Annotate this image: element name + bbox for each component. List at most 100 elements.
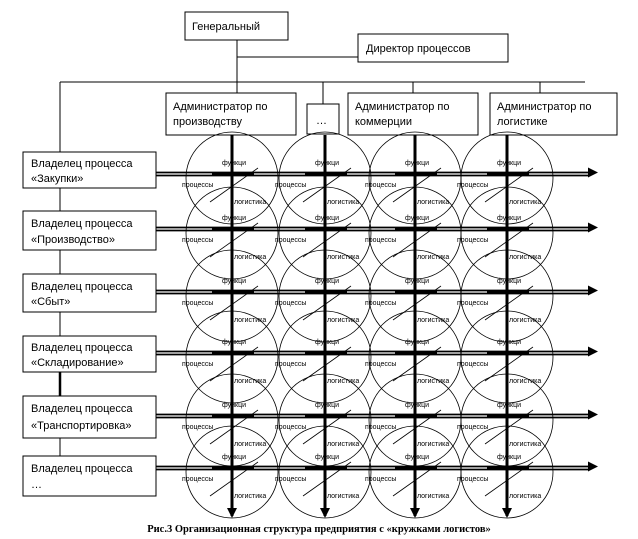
functions-label: функци xyxy=(405,339,429,346)
processes-label: процессы xyxy=(365,361,396,368)
processes-label: процессы xyxy=(457,237,488,244)
owner-label-line2: «Транспортировка» xyxy=(31,420,132,432)
owner-label-line2: «Складирование» xyxy=(31,357,124,369)
logistics-label: логистика xyxy=(234,493,266,500)
functions-label: функци xyxy=(315,454,339,461)
functions-label: функци xyxy=(315,278,339,285)
logistics-label: логистика xyxy=(327,254,359,261)
processes-label: процессы xyxy=(182,361,213,368)
processes-label: процессы xyxy=(275,237,306,244)
logistics-label: логистика xyxy=(417,441,449,448)
processes-label: процессы xyxy=(275,182,306,189)
processes-label: процессы xyxy=(365,424,396,431)
admin-box-commerce: Администратор по коммерции xyxy=(347,92,479,136)
functions-label: функци xyxy=(497,339,521,346)
logist-circle: функци процессы логистика xyxy=(275,373,372,467)
logistics-label: логистика xyxy=(327,493,359,500)
admin-label-line2: коммерции xyxy=(355,116,412,128)
owner-box-purchasing: Владелец процесса «Закупки» xyxy=(22,151,157,189)
admin-label-line1: … xyxy=(316,115,327,127)
functions-label: функци xyxy=(315,215,339,222)
processes-label: процессы xyxy=(182,424,213,431)
processes-label: процессы xyxy=(182,182,213,189)
owner-box-transport: Владелец процесса «Транспортировка» xyxy=(22,395,157,439)
logistics-label: логистика xyxy=(417,254,449,261)
functions-label: функци xyxy=(405,215,429,222)
processes-label: процессы xyxy=(275,361,306,368)
processes-label: процессы xyxy=(275,424,306,431)
processes-label: процессы xyxy=(182,476,213,483)
logistics-label: логистика xyxy=(234,199,266,206)
processes-label: процессы xyxy=(457,424,488,431)
functions-label: функци xyxy=(315,339,339,346)
owner-label-line1: Владелец процесса xyxy=(31,403,133,415)
functions-label: функци xyxy=(315,402,339,409)
functions-label: функци xyxy=(222,402,246,409)
owner-label-line1: Владелец процесса xyxy=(31,218,133,230)
functions-label: функци xyxy=(405,402,429,409)
admin-box-ellipsis: … xyxy=(306,103,340,135)
functions-label: функци xyxy=(497,278,521,285)
processes-label: процессы xyxy=(275,300,306,307)
logistics-label: логистика xyxy=(327,441,359,448)
logistics-label: логистика xyxy=(234,441,266,448)
processes-label: процессы xyxy=(182,237,213,244)
logistics-label: логистика xyxy=(509,254,541,261)
functions-label: функци xyxy=(222,278,246,285)
logistics-label: логистика xyxy=(417,378,449,385)
processes-label: процессы xyxy=(365,237,396,244)
owner-label-line1: Владелец процесса xyxy=(31,463,133,475)
processes-label: процессы xyxy=(457,361,488,368)
logist-circle: функци процессы логистика xyxy=(182,131,279,225)
admin-label-line2: производству xyxy=(173,116,243,128)
functions-label: функци xyxy=(497,454,521,461)
functions-label: функци xyxy=(497,402,521,409)
connector-lines xyxy=(59,40,585,456)
logistics-label: логистика xyxy=(417,493,449,500)
logist-circle: функци процессы логистика xyxy=(275,425,372,519)
logistics-label: логистика xyxy=(509,317,541,324)
processes-label: процессы xyxy=(457,300,488,307)
functions-label: функци xyxy=(222,339,246,346)
logist-circle: функци процессы логистика xyxy=(365,373,462,467)
owner-label-line2: «Сбыт» xyxy=(31,296,70,308)
owner-label-line1: Владелец процесса xyxy=(31,342,133,354)
logistics-label: логистика xyxy=(509,441,541,448)
logistics-label: логистика xyxy=(234,317,266,324)
owner-label-line2: … xyxy=(31,479,42,491)
owner-box-sales: Владелец процесса «Сбыт» xyxy=(22,273,157,313)
admin-box-logistics: Администратор по логистике xyxy=(489,92,618,136)
logistics-label: логистика xyxy=(417,317,449,324)
functions-label: функци xyxy=(405,160,429,167)
functions-label: функци xyxy=(497,160,521,167)
processes-label: процессы xyxy=(365,476,396,483)
logistics-label: логистика xyxy=(327,317,359,324)
logist-circle: функци процессы логистика xyxy=(457,425,554,519)
owner-label-line2: «Производство» xyxy=(31,234,115,246)
logist-circle: функци процессы логистика xyxy=(182,373,279,467)
functions-label: функци xyxy=(405,278,429,285)
logistics-label: логистика xyxy=(509,378,541,385)
processes-label: процессы xyxy=(182,300,213,307)
owner-box-production: Владелец процесса «Производство» xyxy=(22,210,157,251)
admin-label-line1: Администратор по xyxy=(173,101,268,113)
functions-label: функци xyxy=(222,454,246,461)
admin-label-line1: Администратор по xyxy=(497,101,592,113)
admin-label-line1: Администратор по xyxy=(355,101,450,113)
process-flow-arrows xyxy=(156,135,598,518)
processes-label: процессы xyxy=(365,182,396,189)
processes-label: процессы xyxy=(365,300,396,307)
figure-caption: Рис.3 Организационная структура предприя… xyxy=(147,524,491,535)
functions-label: функци xyxy=(497,215,521,222)
owner-label-line1: Владелец процесса xyxy=(31,281,133,293)
owner-label-line2: «Закупки» xyxy=(31,173,83,185)
process-director-label: Директор процессов xyxy=(366,43,471,55)
functions-label: функци xyxy=(222,160,246,167)
logistics-label: логистика xyxy=(234,254,266,261)
